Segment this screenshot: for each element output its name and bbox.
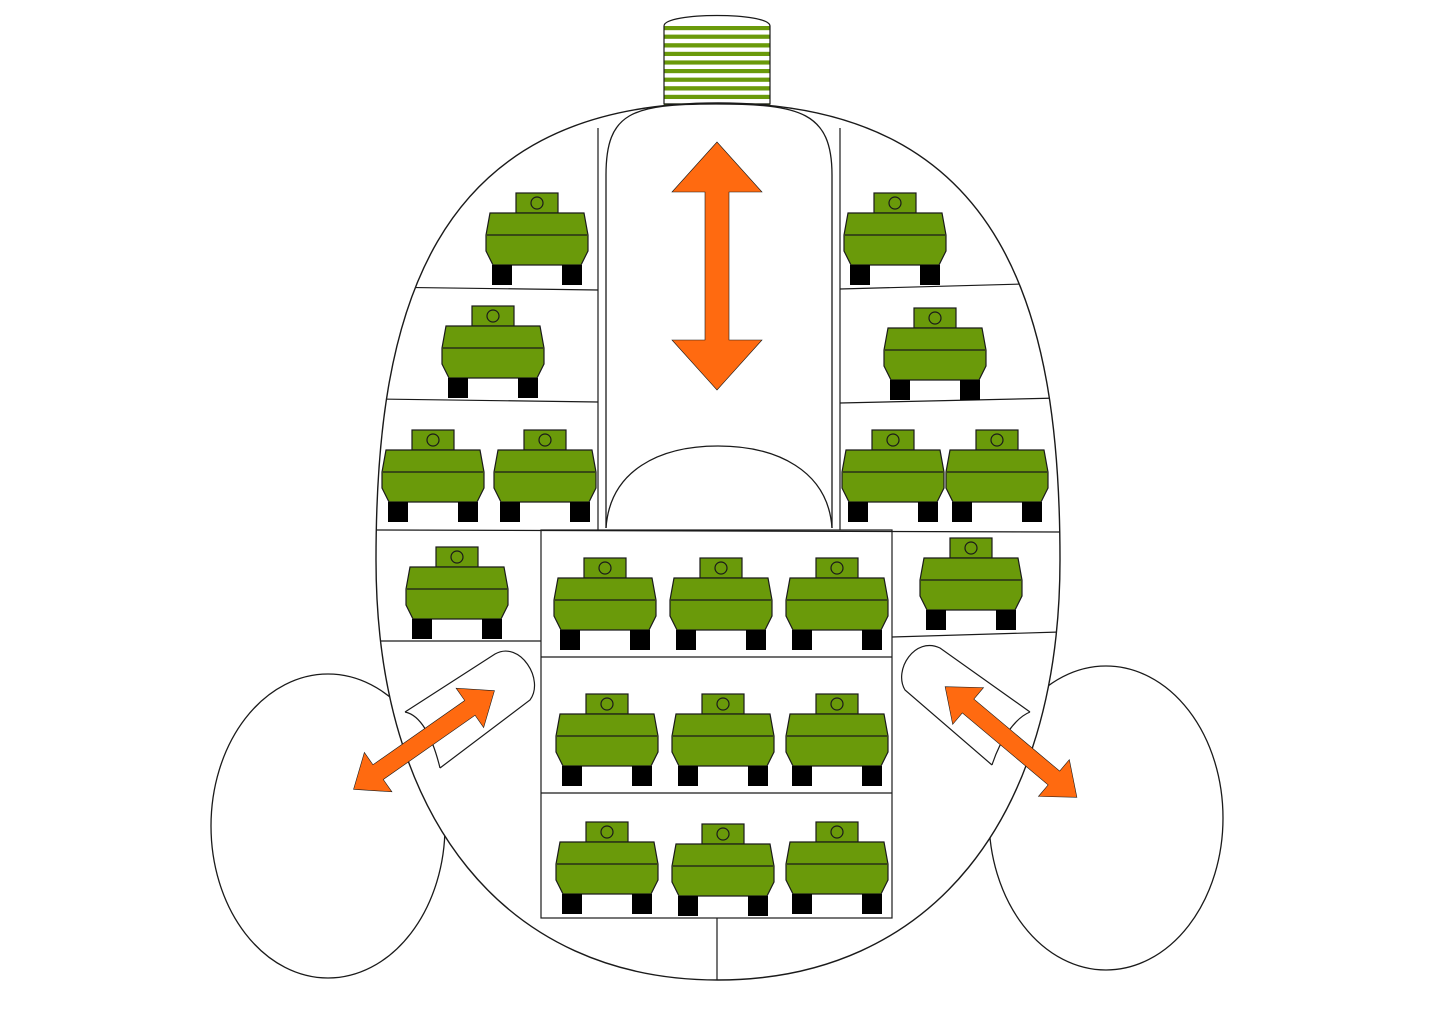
neck-stripe	[664, 86, 770, 91]
left-diagonal-arrow	[353, 687, 495, 793]
neck-stripe	[664, 47, 770, 52]
right-shelf-line	[891, 631, 1060, 638]
neck-stripe	[664, 99, 770, 104]
arrows-layer	[353, 141, 1078, 798]
neck-outline	[663, 14, 771, 105]
neck-stripe	[664, 56, 770, 61]
egg-shaped-hull	[375, 102, 1061, 981]
neck-stripe	[664, 51, 770, 57]
neck-stripe	[664, 73, 770, 78]
neck-stripe	[664, 43, 770, 48]
neck-stripe	[664, 38, 770, 44]
neck-stripe	[664, 30, 770, 35]
neck-stripe	[664, 64, 770, 69]
neck-stripe	[664, 34, 770, 39]
right-diagonal-arrow	[944, 686, 1078, 798]
left-shelf-line	[376, 398, 599, 403]
mid-deck-line	[376, 529, 1060, 533]
neck-stripe	[664, 90, 770, 95]
central-storage-bay	[540, 529, 893, 919]
neck-stripe	[664, 77, 770, 82]
vertical-arrow	[671, 141, 763, 391]
neck-stripe	[664, 26, 770, 31]
right-shelf-line	[839, 397, 1060, 404]
neck-stripe	[664, 60, 770, 65]
neck-stripe	[664, 69, 770, 74]
neck-stripe	[664, 81, 770, 87]
neck-stripe	[664, 94, 770, 100]
striped-neck	[663, 14, 771, 112]
